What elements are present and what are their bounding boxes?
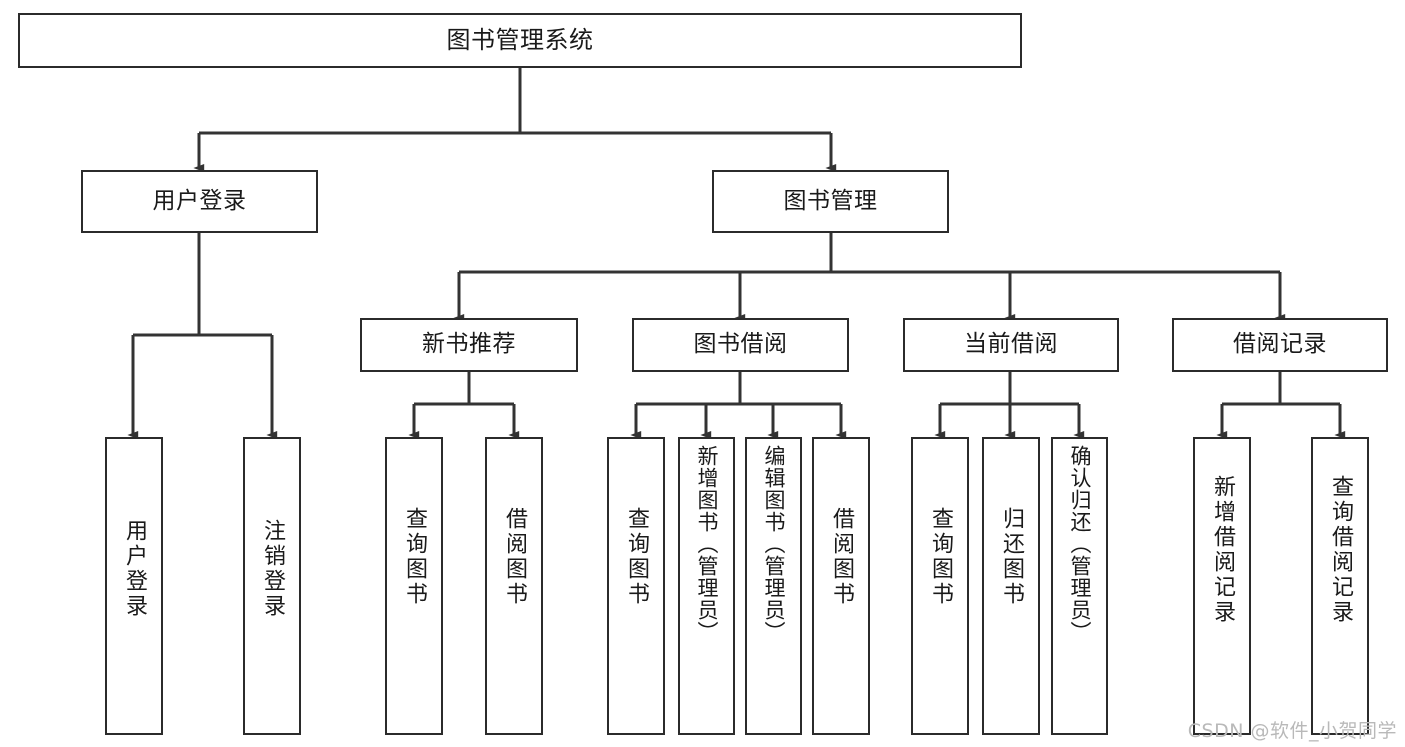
node-book-borrow-label: 图书借阅 [693, 331, 788, 358]
leaf-edit-book[interactable]: 编辑图书（管理员） [745, 437, 802, 735]
leaf-edit-book-label: 编辑图书（管理员） [762, 445, 786, 643]
leaf-add-record[interactable]: 新增借阅记录 [1193, 437, 1251, 735]
leaf-query-book-1[interactable]: 查询图书 [385, 437, 443, 735]
node-new-book-recommend[interactable]: 新书推荐 [360, 318, 578, 372]
node-current-borrow-label: 当前借阅 [964, 331, 1058, 358]
leaf-query-book-1-label: 查询图书 [402, 507, 427, 607]
node-user-login-label: 用户登录 [152, 187, 247, 214]
leaf-query-book-2-label: 查询图书 [624, 507, 649, 607]
leaf-add-book-label: 新增图书（管理员） [695, 445, 719, 643]
leaf-query-record-label: 查询借阅记录 [1328, 475, 1353, 625]
node-book-manage[interactable]: 图书管理 [712, 170, 949, 233]
leaf-logout-login-label: 注销登录 [260, 519, 285, 619]
leaf-return-book[interactable]: 归还图书 [982, 437, 1040, 735]
leaf-user-login-label: 用户登录 [122, 519, 147, 619]
leaf-borrow-book-1[interactable]: 借阅图书 [485, 437, 543, 735]
leaf-confirm-return-label: 确认归还（管理员） [1068, 445, 1092, 643]
leaf-return-book-label: 归还图书 [999, 507, 1024, 607]
leaf-query-book-3-label: 查询图书 [928, 507, 953, 607]
leaf-borrow-book-2[interactable]: 借阅图书 [812, 437, 870, 735]
node-borrow-record[interactable]: 借阅记录 [1172, 318, 1388, 372]
node-borrow-record-label: 借阅记录 [1233, 331, 1327, 358]
leaf-borrow-book-1-label: 借阅图书 [502, 507, 527, 607]
node-book-manage-label: 图书管理 [783, 187, 878, 214]
node-user-login[interactable]: 用户登录 [81, 170, 318, 233]
leaf-add-record-label: 新增借阅记录 [1210, 475, 1235, 625]
leaf-add-book[interactable]: 新增图书（管理员） [678, 437, 735, 735]
leaf-query-book-3[interactable]: 查询图书 [911, 437, 969, 735]
leaf-query-record[interactable]: 查询借阅记录 [1311, 437, 1369, 735]
leaf-borrow-book-2-label: 借阅图书 [829, 507, 854, 607]
leaf-logout-login[interactable]: 注销登录 [243, 437, 301, 735]
node-root-label: 图书管理系统 [446, 26, 594, 55]
leaf-query-book-2[interactable]: 查询图书 [607, 437, 665, 735]
leaf-user-login[interactable]: 用户登录 [105, 437, 163, 735]
node-current-borrow[interactable]: 当前借阅 [903, 318, 1119, 372]
node-book-borrow[interactable]: 图书借阅 [632, 318, 849, 372]
leaf-confirm-return[interactable]: 确认归还（管理员） [1051, 437, 1108, 735]
node-root-book-management-system[interactable]: 图书管理系统 [18, 13, 1022, 68]
node-new-book-recommend-label: 新书推荐 [422, 331, 516, 358]
